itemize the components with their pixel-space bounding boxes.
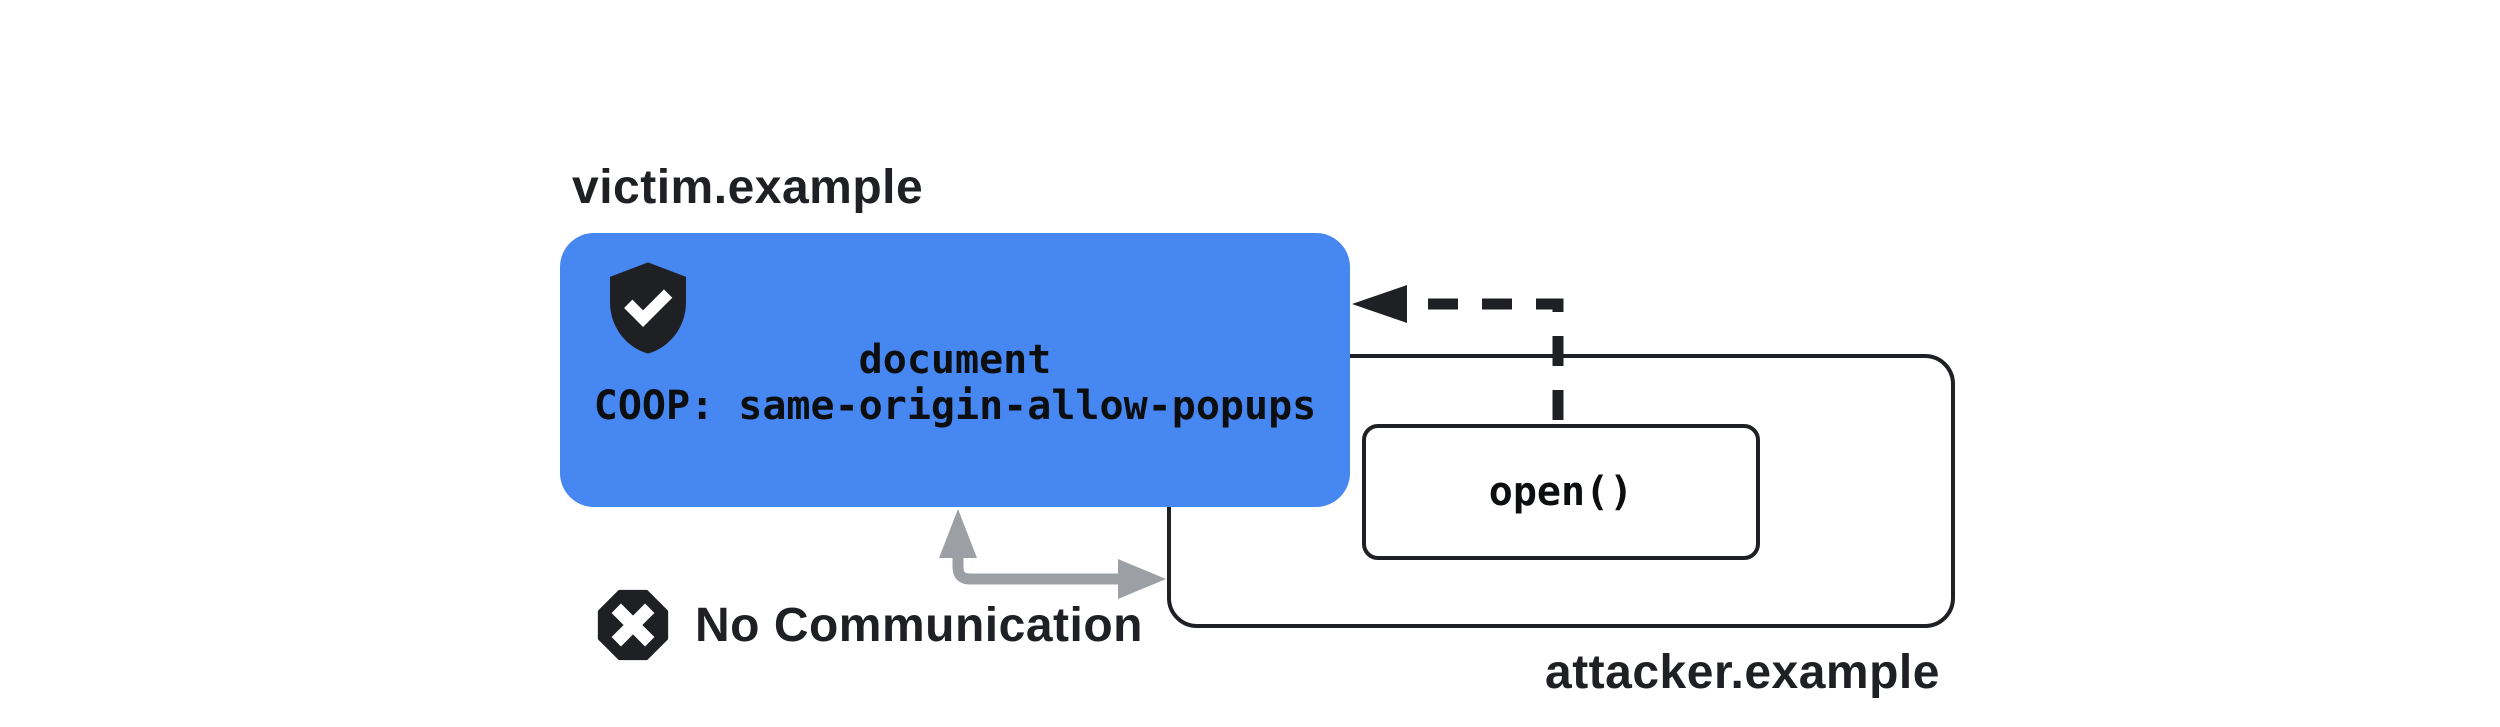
no-communication-label: No Communication [695, 598, 1143, 652]
document-text-block: document COOP: same-origin-allow-popups [560, 337, 1350, 429]
coop-policy-line: COOP: same-origin-allow-popups [593, 383, 1317, 429]
attacker-domain-label: attacker.example [1545, 646, 1940, 699]
document-line: document [858, 337, 1052, 383]
shield-check-icon [610, 262, 686, 354]
open-call-label: open() [1488, 469, 1634, 515]
victim-domain-label: victim.example [572, 161, 924, 214]
open-call-box: open() [1362, 424, 1760, 560]
blocked-x-octagon-icon [597, 589, 669, 661]
victim-document-box: document COOP: same-origin-allow-popups [560, 233, 1350, 507]
no-communication-callout: No Communication [595, 587, 1143, 663]
no-communication-arrow [939, 509, 1166, 599]
